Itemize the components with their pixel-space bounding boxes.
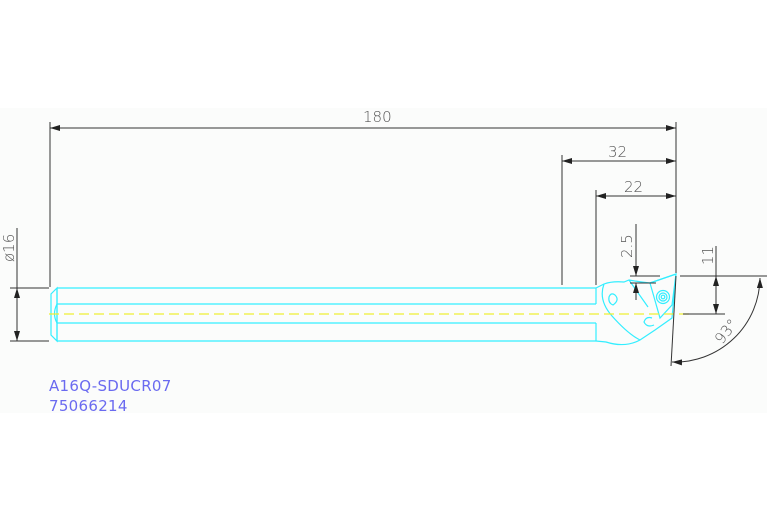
part-code-label: A16Q-SDUCR07 [49, 377, 172, 395]
dim-diameter-16: ø16 [0, 234, 18, 262]
part-number-label: 75066214 [49, 397, 128, 415]
dim-180: 180 [363, 108, 392, 126]
dim-angle-93: 93° [711, 315, 742, 347]
dim-22: 22 [624, 178, 643, 196]
tool-body [50, 273, 677, 346]
dim-2-5: 2.5 [618, 234, 636, 258]
dim-32: 32 [608, 143, 627, 161]
dim-11: 11 [699, 246, 717, 265]
dimension-lines [10, 122, 767, 367]
